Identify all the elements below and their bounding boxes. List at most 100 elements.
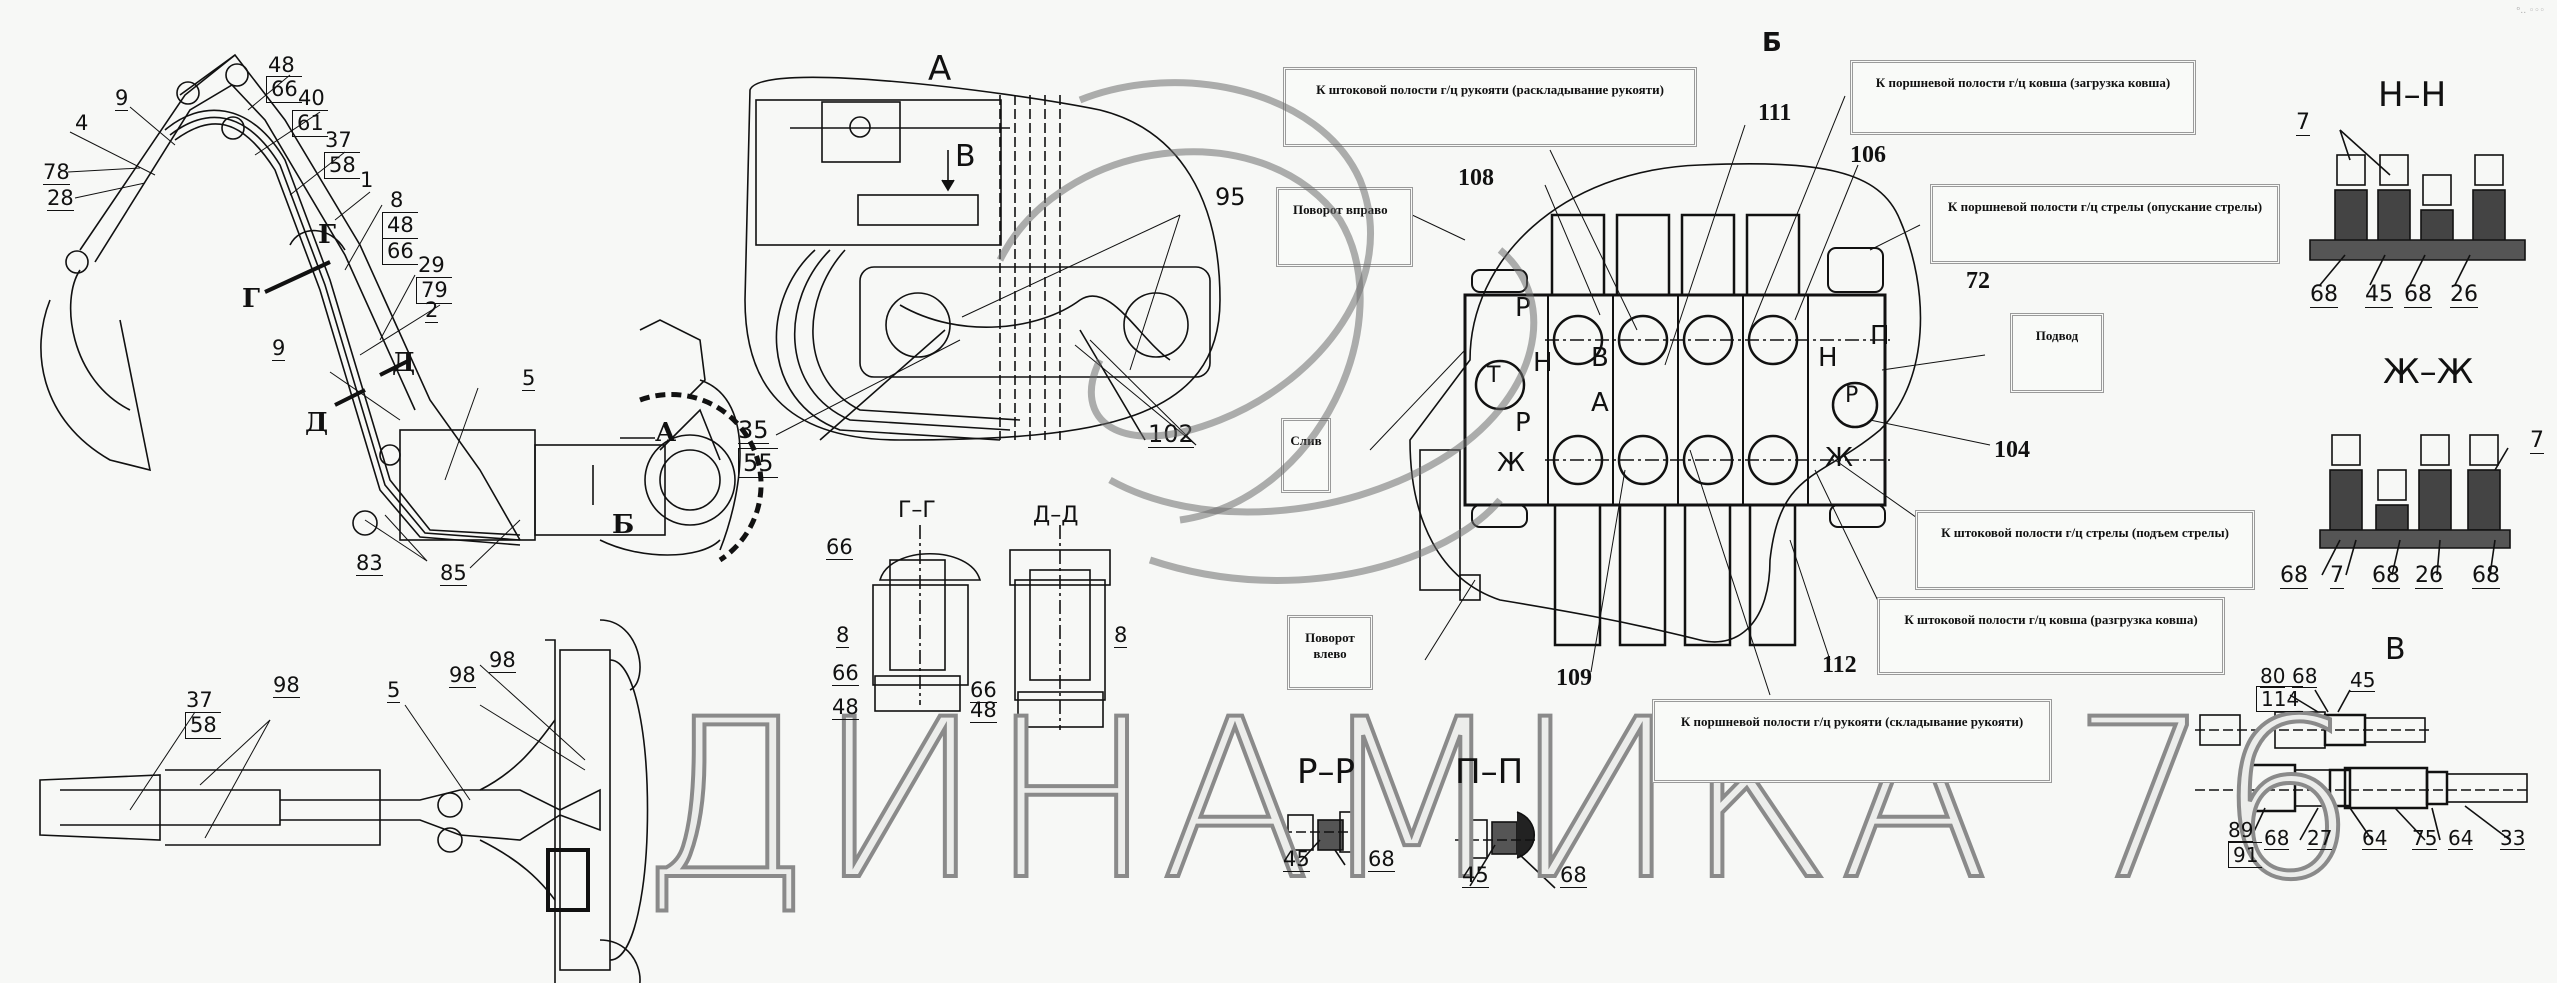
port-b: В bbox=[1591, 343, 1609, 373]
callout-111: 111 bbox=[1758, 100, 1792, 126]
watermark: ДИНАМИКА 76 bbox=[638, 672, 2364, 928]
note-piston-arm-fold: К поршневой полости г/ц рукояти (складыв… bbox=[1652, 699, 2052, 783]
callout-75-v: 75 bbox=[2412, 826, 2438, 850]
note-turn-right: Поворот вправо bbox=[1276, 187, 1413, 267]
callout-102: 102 bbox=[1148, 420, 1194, 448]
callout-7-zhzh-top: 7 bbox=[2530, 428, 2544, 454]
callout-85: 85 bbox=[440, 561, 467, 586]
section-title-a: А bbox=[928, 49, 952, 89]
valve-block bbox=[1409, 163, 1922, 647]
side-view-boom bbox=[40, 53, 764, 563]
callout-89-v: 89 bbox=[2228, 818, 2254, 842]
callout-7-zhzh: 7 bbox=[2330, 563, 2344, 589]
callout-114-v: 114 bbox=[2256, 686, 2304, 712]
callout-37: 37 bbox=[325, 128, 352, 152]
callout-45-v: 45 bbox=[2350, 668, 2376, 692]
callout-66-gg-1: 66 bbox=[826, 535, 853, 560]
note-rod-boom-raise: К штоковой полости г/ц стрелы (подъем ст… bbox=[1915, 510, 2255, 590]
port-p-1: Р bbox=[1515, 293, 1531, 323]
callout-72: 72 bbox=[1966, 268, 1990, 294]
callout-66: 66 bbox=[266, 76, 302, 103]
callout-79: 79 bbox=[416, 277, 452, 304]
section-mark-d-2: Д bbox=[305, 408, 329, 438]
section-title-zhzh: Ж–Ж bbox=[2383, 352, 2474, 392]
callout-27-v: 27 bbox=[2307, 826, 2333, 850]
top-view-boom bbox=[39, 619, 649, 983]
callout-112: 112 bbox=[1822, 652, 1857, 678]
port-zh-2: Ж bbox=[1825, 443, 1854, 473]
callout-7-nn: 7 bbox=[2296, 110, 2310, 136]
callout-61: 61 bbox=[292, 110, 328, 137]
callout-55: 55 bbox=[738, 448, 778, 478]
callout-40: 40 bbox=[298, 86, 325, 110]
callout-26-zhzh: 26 bbox=[2415, 563, 2443, 589]
callout-33-v: 33 bbox=[2500, 826, 2526, 850]
section-mark-a-arrow: А bbox=[655, 418, 677, 448]
callout-64-v-1: 64 bbox=[2362, 826, 2388, 850]
callout-48-dd: 48 bbox=[970, 698, 997, 723]
callout-78: 78 bbox=[43, 160, 70, 185]
callout-4: 4 bbox=[75, 111, 89, 135]
section-mark-g-2: Г bbox=[242, 284, 260, 314]
callout-5-top: 5 bbox=[387, 678, 401, 703]
callout-68-nn-2: 68 bbox=[2404, 282, 2432, 308]
port-p-4: Р bbox=[1845, 383, 1859, 408]
section-title-b: Б bbox=[1762, 28, 1782, 58]
section-mark-d-1: Д bbox=[392, 348, 416, 378]
callout-68-pp: 68 bbox=[1560, 863, 1587, 888]
callout-108: 108 bbox=[1458, 165, 1494, 191]
callout-9: 9 bbox=[115, 86, 129, 111]
port-p-3: П bbox=[1870, 321, 1890, 351]
callout-98-top-2: 98 bbox=[449, 663, 476, 688]
note-rod-arm-unfold: К штоковой полости г/ц рукояти (расклады… bbox=[1283, 67, 1697, 147]
callout-45-pp: 45 bbox=[1462, 863, 1489, 888]
section-mark-v-arrow: В bbox=[955, 139, 976, 174]
callout-37-top: 37 bbox=[186, 688, 213, 713]
section-title-pp: П–П bbox=[1455, 752, 1524, 792]
callout-106: 106 bbox=[1850, 142, 1886, 168]
port-zh-1: Ж bbox=[1497, 448, 1526, 478]
callout-9b: 9 bbox=[272, 336, 286, 361]
callout-68-zhzh-3: 68 bbox=[2472, 563, 2500, 589]
section-title-gg: Г–Г bbox=[898, 498, 936, 523]
port-p-2: Р bbox=[1515, 408, 1531, 438]
callout-98-top-1: 98 bbox=[273, 673, 300, 698]
note-drain: Слив bbox=[1281, 418, 1331, 493]
note-rod-bucket-unload: К штоковой полости г/ц ковша (разгрузка … bbox=[1877, 597, 2225, 675]
note-piston-bucket-load: К поршневой полости г/ц ковша (загрузка … bbox=[1850, 60, 2196, 135]
note-turn-left: Поворот влево bbox=[1287, 615, 1373, 690]
note-piston-boom-lower: К поршневой полости г/ц стрелы (опускани… bbox=[1930, 184, 2280, 264]
port-a: А bbox=[1591, 388, 1609, 418]
callout-80-v: 80 bbox=[2260, 664, 2286, 688]
callout-8: 8 bbox=[390, 188, 404, 212]
callout-64-v-2: 64 bbox=[2448, 826, 2474, 850]
callout-68-v-1: 68 bbox=[2292, 664, 2318, 688]
callout-48b: 48 bbox=[382, 212, 418, 239]
callout-68-zhzh-2: 68 bbox=[2372, 563, 2400, 589]
callout-98-top-3: 98 bbox=[489, 648, 516, 673]
section-title-rr: Р–Р bbox=[1297, 752, 1356, 792]
section-gg-dd bbox=[872, 525, 1111, 730]
callout-45-rr: 45 bbox=[1283, 847, 1310, 872]
callout-28: 28 bbox=[47, 186, 74, 211]
section-mark-g-1: Г bbox=[318, 220, 336, 250]
section-title-nn: Н–Н bbox=[2378, 75, 2447, 115]
callout-5: 5 bbox=[522, 366, 536, 391]
callout-35: 35 bbox=[738, 416, 769, 444]
section-mark-b-arrow: Б bbox=[612, 510, 635, 540]
callout-48-gg: 48 bbox=[832, 695, 859, 720]
section-zhzh bbox=[2319, 434, 2511, 576]
callout-66b: 66 bbox=[382, 238, 418, 265]
callout-104: 104 bbox=[1994, 437, 2030, 463]
callout-48: 48 bbox=[268, 53, 295, 77]
section-title-v: В bbox=[2385, 632, 2406, 667]
section-nn bbox=[2309, 129, 2526, 286]
callout-8-dd: 8 bbox=[1114, 623, 1128, 648]
port-h-2: Н bbox=[1818, 343, 1838, 373]
callout-66-gg-2: 66 bbox=[832, 661, 859, 686]
section-title-dd: Д–Д bbox=[1033, 503, 1079, 528]
callout-95: 95 bbox=[1215, 183, 1246, 211]
callout-29: 29 bbox=[418, 253, 445, 277]
callout-68-zhzh-1: 68 bbox=[2280, 563, 2308, 589]
